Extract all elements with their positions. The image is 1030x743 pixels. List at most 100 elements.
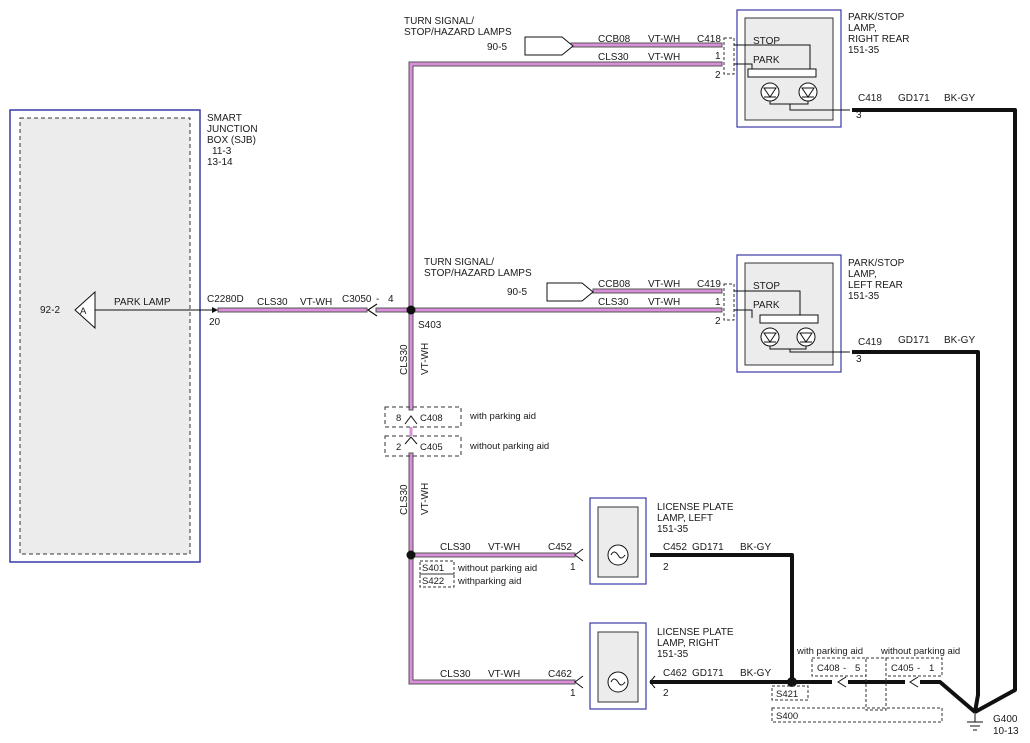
ground-section-c405-note: without parking aid	[880, 646, 960, 657]
right-rear-ground-connector: C418	[858, 93, 882, 104]
left-rear-cls-color: VT-WH	[648, 297, 680, 308]
license-left-splice1-note: without parking aid	[457, 563, 537, 574]
sjb-title-4: 11-3	[212, 146, 232, 157]
svg-text:-: -	[843, 663, 846, 674]
splice-s403-dot	[406, 305, 416, 315]
right-turn-connector-icon	[524, 36, 574, 56]
right-rear-connector: C418	[697, 34, 721, 45]
ground-section-c408-label: C408	[817, 663, 840, 674]
c3050-dash: -	[376, 294, 379, 305]
main-wire-circuit: CLS30	[257, 297, 288, 308]
license-right-cls-color: VT-WH	[488, 669, 520, 680]
right-rear-park: PARK	[753, 55, 780, 66]
c3050-pin: 4	[388, 294, 394, 305]
left-rear-ground-pin: 3	[856, 354, 862, 365]
ground-section-c405-pin: 1	[929, 663, 934, 674]
sjb-connector-letter: A	[80, 306, 87, 317]
license-right-title-2: 151-35	[657, 649, 689, 660]
ground-g400-id: G400	[993, 714, 1018, 725]
left-rear-pin-stop: 1	[715, 297, 721, 308]
license-left-cls-circuit: CLS30	[440, 542, 471, 553]
sjb-title-2: JUNCTION	[207, 124, 258, 135]
smart-junction-box: SMART JUNCTION BOX (SJB) 11-3 13-14 92-2…	[9, 109, 258, 563]
right-rear-cls-color: VT-WH	[648, 52, 680, 63]
license-left-splice2-note: withparking aid	[457, 576, 521, 587]
license-right-title-1: LAMP, RIGHT	[657, 638, 720, 649]
right-rear-ground-color: BK-GY	[944, 93, 975, 104]
connectors-vertical-c408-pin: 8	[396, 413, 401, 424]
license-right-pin-in: 1	[570, 688, 576, 699]
splice-s421-dot	[787, 677, 797, 687]
license-left-title-2: 151-35	[657, 524, 689, 535]
left-rear-lamp-title-0: PARK/STOP	[848, 258, 905, 269]
connectors-vertical-c405-id: C405	[420, 442, 443, 453]
vert-lower-circuit: CLS30	[399, 484, 410, 515]
right-rear-pin-park: 2	[715, 70, 721, 81]
license-left-connector: C452	[548, 542, 572, 553]
left-rear-ground-connector: C419	[858, 337, 882, 348]
license-left-splice1: S401	[422, 563, 444, 574]
left-rear-stop: STOP	[753, 281, 780, 292]
connector-c405-vertical: 2 C405 without parking aid	[384, 435, 549, 457]
right-rear-ground-pin: 3	[856, 110, 862, 121]
violet-wires	[217, 42, 723, 685]
sjb-title-1: SMART	[207, 113, 242, 124]
right-rear-ground-circuit: GD171	[898, 93, 930, 104]
ground-license-left	[650, 553, 794, 682]
right-rear-pin-stop: 1	[715, 51, 721, 62]
left-rear-section: TURN SIGNAL/ STOP/HAZARD LAMPS 90-5 CCB0…	[424, 254, 975, 373]
connector-c408-vertical: 8 C408 with parking aid	[384, 406, 536, 428]
license-left-title-0: LICENSE PLATE	[657, 502, 734, 513]
right-rear-section: TURN SIGNAL/ STOP/HAZARD LAMPS 90-5 CCB0…	[404, 9, 975, 128]
right-rear-bulb-1-icon	[760, 82, 780, 102]
ground-section-c408-note: with parking aid	[796, 646, 863, 657]
sjb-pin: 20	[209, 317, 221, 328]
left-rear-ccb-color: VT-WH	[648, 279, 680, 290]
c3050-id: C3050	[342, 294, 372, 305]
right-rear-cls-circuit: CLS30	[598, 52, 629, 63]
license-right-pin-out: 2	[663, 688, 669, 699]
left-rear-ground-color: BK-GY	[944, 335, 975, 346]
left-rear-connector: C419	[697, 279, 721, 290]
right-rear-lamp-title-2: RIGHT REAR	[848, 34, 910, 45]
ground-c405-to-g400	[920, 680, 977, 714]
left-rear-lamp-title-2: LEFT REAR	[848, 280, 903, 291]
splice-s403-label: S403	[418, 320, 442, 331]
connectors-vertical-c408-id: C408	[420, 413, 443, 424]
svg-text:-: -	[917, 663, 920, 674]
right-rear-turn-label-0: TURN SIGNAL/	[404, 16, 474, 27]
left-rear-lamp-title-1: LAMP,	[848, 269, 877, 280]
wire-vertical-lower	[409, 453, 575, 684]
license-left-pin-out: 2	[663, 562, 669, 573]
right-rear-stop: STOP	[753, 36, 780, 47]
license-left-ground-color: BK-GY	[740, 542, 771, 553]
left-rear-ccb-circuit: CCB08	[598, 279, 631, 290]
ground-left-rear	[852, 350, 980, 713]
right-rear-turn-label-1: STOP/HAZARD LAMPS	[404, 27, 512, 38]
license-left-section: CLS30 VT-WH C452 1 LICENSE PLATE LAMP, L…	[406, 497, 771, 588]
license-left-cls-color: VT-WH	[488, 542, 520, 553]
left-rear-turn-ref: 90-5	[507, 287, 527, 298]
c405-note: without parking aid	[469, 441, 549, 452]
right-rear-lamp-title-1: LAMP,	[848, 23, 877, 34]
license-left-pin-in: 1	[570, 562, 576, 573]
license-right-ground-connector: C462	[663, 668, 687, 679]
license-right-section: CLS30 VT-WH C462 1 LICENSE PLATE LAMP, R…	[440, 622, 771, 710]
vert-upper-color: VT-WH	[420, 343, 431, 375]
sjb-signal-label: PARK LAMP	[114, 297, 171, 308]
right-rear-bulb-2-icon	[798, 82, 818, 102]
license-left-ground-connector: C452	[663, 542, 687, 553]
license-right-ground-color: BK-GY	[740, 668, 771, 679]
ground-section-s400: S400	[776, 711, 798, 722]
left-rear-bulb-2-icon	[796, 327, 816, 347]
left-rear-lamp-title-3: 151-35	[848, 291, 880, 302]
left-turn-connector-icon	[546, 282, 594, 302]
left-rear-cls-circuit: CLS30	[598, 297, 629, 308]
ground-right-rear	[852, 108, 1017, 714]
license-right-connector: C462	[548, 669, 572, 680]
ground-wires	[650, 108, 1017, 714]
sjb-ref: 92-2	[40, 305, 60, 316]
left-rear-bulb-1-icon	[760, 327, 780, 347]
right-rear-ccb-circuit: CCB08	[598, 34, 631, 45]
